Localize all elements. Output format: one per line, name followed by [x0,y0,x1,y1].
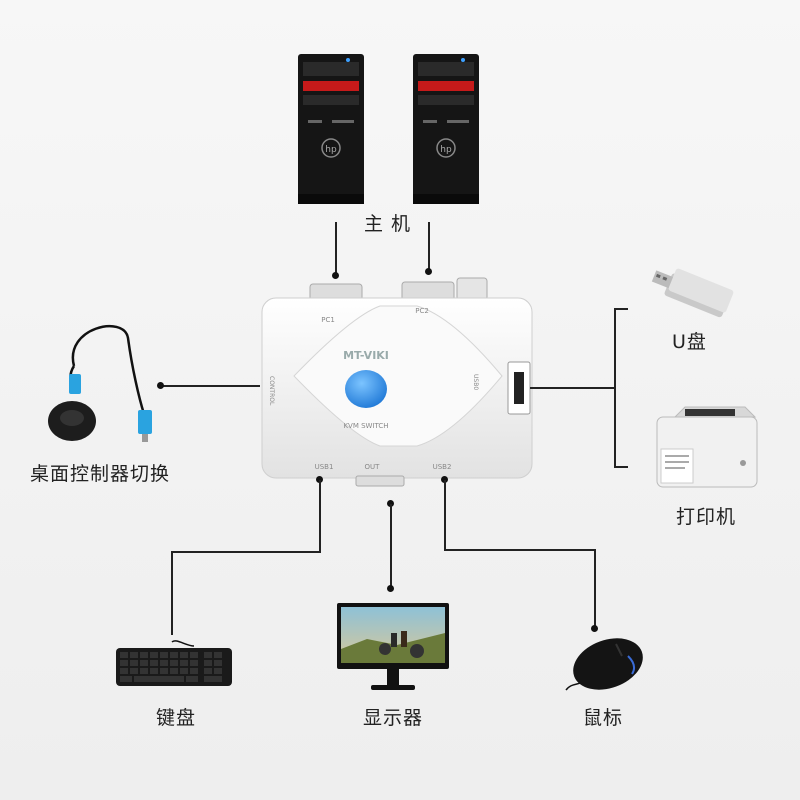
kvm-port-pc1: PC1 [321,316,335,324]
kvm-port-out: OUT [365,463,381,471]
desktop-controller-label: 桌面控制器切换 [30,463,171,485]
kvm-port-control: CONTROL [268,376,275,406]
mouse-label: 鼠标 [583,707,624,729]
wire-out-dot [387,500,394,507]
bracket-bottom [614,466,628,468]
wire-pc2-dot [425,268,432,275]
wire-controller [162,385,260,387]
host-pc-2: hp [413,54,479,204]
wire-usb1-dot [316,476,323,483]
hp-logo: hp [325,145,337,155]
wire-pc2 [428,222,430,272]
kvm-model: KVM SWITCH [343,422,388,430]
svg-text:hp: hp [440,145,452,155]
kvm-port-usb2: USB2 [433,463,452,471]
kvm-port-usb0: USB0 [472,374,479,390]
wire-usb2-v1 [444,480,446,550]
wire-pc1 [335,222,337,277]
keyboard [116,640,232,686]
wire-usb0 [530,387,616,389]
host-label: 主 机 [364,213,412,235]
kvm-switch: MT-VIKI KVM SWITCH PC1 PC2 CONTROL USB0 … [261,277,533,487]
keyboard-label: 键盘 [156,707,197,729]
wire-out-end-dot [387,585,394,592]
usb-drive [651,268,734,318]
mouse [565,638,643,691]
wire-usb2-v2 [594,549,596,629]
bracket-top [614,308,628,310]
wire-usb2-end-dot [591,625,598,632]
printer-label: 打印机 [676,506,737,528]
monitor-label: 显示器 [363,707,424,729]
printer [656,406,758,488]
kvm-brand: MT-VIKI [343,349,389,362]
wire-out [390,504,392,589]
wire-pc1-dot [332,272,339,279]
wire-usb1-v1 [319,480,321,552]
wire-usb1-h [171,551,321,553]
wire-controller-dot [157,382,164,389]
kvm-port-pc2: PC2 [415,307,429,315]
wire-usb1-v2 [171,551,173,635]
desktop-controller [48,324,152,442]
host-pc-1: hp [298,54,364,204]
monitor [337,603,449,690]
wire-usb2-h [444,549,596,551]
wire-usb2-dot [441,476,448,483]
usb-drive-label: U盘 [672,331,707,353]
kvm-port-usb1: USB1 [315,463,334,471]
